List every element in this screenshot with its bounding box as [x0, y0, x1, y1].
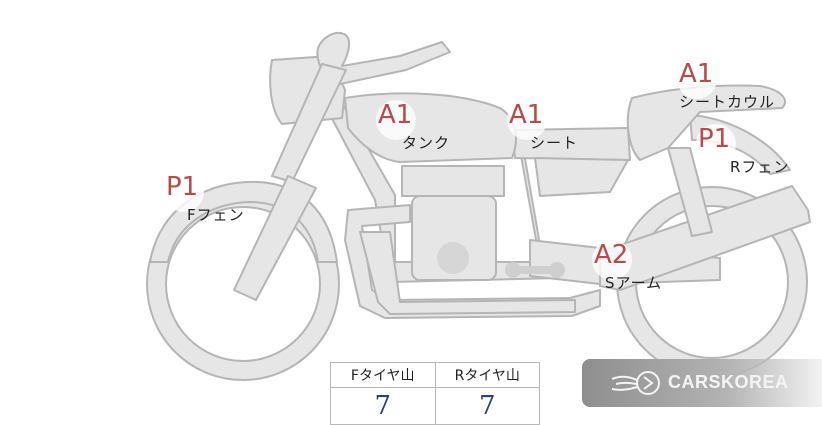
callout-tank: A1 タンク	[374, 100, 474, 153]
tank-code: A1	[378, 100, 413, 130]
front-fender-code: P1	[166, 172, 199, 202]
callout-front-fender: P1 Fフェン	[163, 172, 263, 225]
tread-value-row: 7 7	[330, 387, 540, 425]
rear-fender-label: Rフェン	[730, 158, 790, 176]
side-cover-shape	[534, 157, 629, 197]
callout-seat: A1 シート	[505, 100, 605, 153]
rear-fender-code: P1	[698, 124, 731, 154]
seat-code: A1	[509, 100, 544, 130]
fork-tube-shape	[233, 175, 317, 301]
muffler-shape	[599, 185, 811, 291]
callout-seat-cowl: A1 シートカウル	[676, 59, 806, 112]
swing-arm-label: Sアーム	[605, 274, 663, 292]
tread-header-row: Fタイヤ山 Rタイヤ山	[330, 362, 540, 388]
lower-pipe-shape	[359, 231, 576, 315]
tire-tread-table: Fタイヤ山 Rタイヤ山 7 7	[330, 362, 540, 425]
seat-cowl-label: シートカウル	[679, 93, 776, 111]
engine-shape	[401, 165, 505, 281]
tank-label: タンク	[402, 134, 451, 152]
carskorea-watermark: CARSKOREA	[582, 359, 822, 407]
front-tread-value: 7	[330, 387, 436, 425]
rear-tread-header: Rタイヤ山	[434, 362, 540, 388]
front-fender-label: Fフェン	[187, 206, 245, 224]
rear-tread-value: 7	[434, 387, 540, 425]
front-tread-header: Fタイヤ山	[330, 362, 436, 388]
callout-swing-arm: A2 Sアーム	[591, 240, 701, 293]
rear-shock-shape	[667, 147, 713, 237]
swing-arm-code: A2	[594, 240, 629, 270]
carskorea-logo-icon	[611, 371, 660, 395]
seat-label: シート	[530, 134, 579, 152]
callout-rear-fender: P1 Rフェン	[695, 124, 805, 177]
watermark-text: CARSKOREA	[668, 372, 789, 392]
seat-cowl-code: A1	[679, 59, 714, 89]
